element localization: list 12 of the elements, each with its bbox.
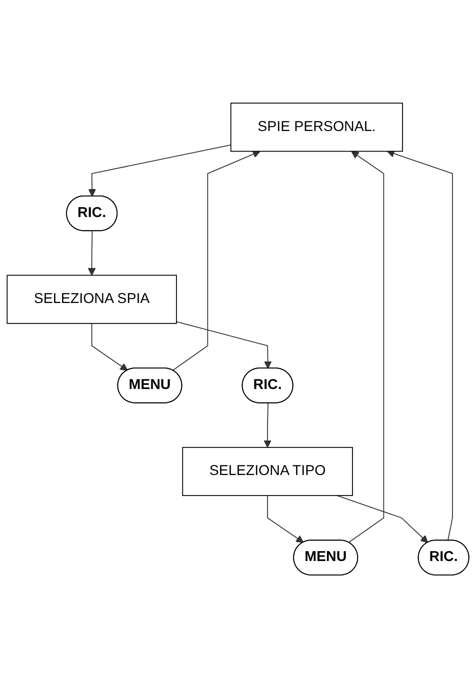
arrow [88,231,96,276]
arrow [91,323,128,372]
arrow [172,150,260,372]
arrow [88,144,232,198]
arrow [348,151,384,544]
arrow [267,496,304,544]
node-box: SPIE PERSONAL. [230,103,403,152]
arrow [264,403,272,448]
arrow [176,322,272,370]
node-box: SELEZIONA TIPO [182,447,353,496]
node-box: SELEZIONA SPIA [6,275,177,324]
arrow [386,150,453,542]
